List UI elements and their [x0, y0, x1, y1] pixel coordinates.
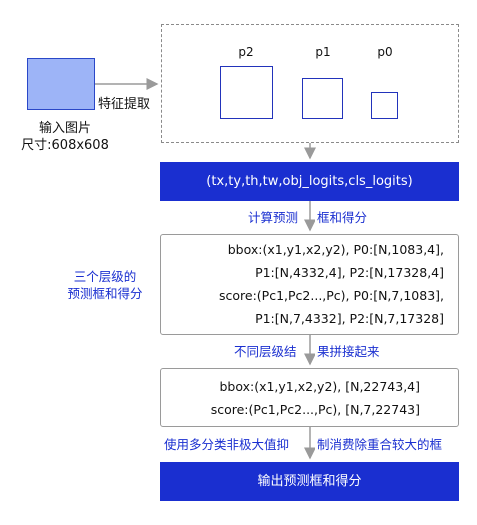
feature-pyramid-container — [161, 24, 459, 143]
box2-line1: bbox:(x1,y1,x2,y2), [N,22743,4] — [219, 379, 420, 394]
box2-line2: score:(Pc1,Pc2...,Pc), [N,7,22743] — [210, 402, 420, 417]
pyramid-label-p0: p0 — [377, 45, 393, 59]
box1-line2: P1:[N,4332,4], P2:[N,17328,4] — [255, 265, 444, 280]
pyramid-label-p1: p1 — [315, 45, 331, 59]
head-output-box: (tx,ty,th,tw,obj_logits,cls_logits) — [160, 162, 459, 201]
step3-label-left: 使用多分类非极大值抑 — [162, 434, 292, 453]
box1-line1: bbox:(x1,y1,x2,y2), P0:[N,1083,4], — [227, 242, 444, 257]
input-label-line1: 输入图片 — [38, 121, 91, 136]
input-image-thumbnail — [27, 58, 95, 110]
multilevel-predictions-box: bbox:(x1,y1,x2,y2), P0:[N,1083,4], P1:[N… — [160, 234, 459, 335]
side-note-line1: 三个层级的 — [73, 269, 137, 284]
pyramid-box-p0 — [371, 92, 398, 119]
concatenated-predictions-box: bbox:(x1,y1,x2,y2), [N,22743,4] score:(P… — [160, 368, 459, 427]
step1-label-left: 计算预测 — [246, 207, 301, 226]
input-label-line2: 尺寸:608x608 — [21, 138, 109, 153]
step3-label-right: 制消费除重合较大的框 — [315, 434, 445, 453]
pyramid-box-p1 — [302, 78, 343, 119]
step2-label-left: 不同层级结 — [232, 341, 299, 360]
box1-line3: score:(Pc1,Pc2...,Pc), P0:[N,7,1083], — [219, 288, 444, 303]
box1-line4: P1:[N,7,4332], P2:[N,7,17328] — [255, 311, 444, 326]
final-output-box: 输出预测框和得分 — [160, 462, 459, 501]
input-image-label: 输入图片 尺寸:608x608 — [10, 120, 120, 154]
side-note: 三个层级的 预测框和得分 — [50, 268, 160, 302]
feature-extraction-label: 特征提取 — [98, 97, 151, 112]
pyramid-label-p2: p2 — [238, 45, 254, 59]
step1-label-right: 框和得分 — [315, 207, 370, 226]
step2-label-right: 果拼接起来 — [315, 341, 382, 360]
side-note-line2: 预测框和得分 — [67, 286, 143, 301]
pyramid-box-p2 — [220, 66, 273, 119]
